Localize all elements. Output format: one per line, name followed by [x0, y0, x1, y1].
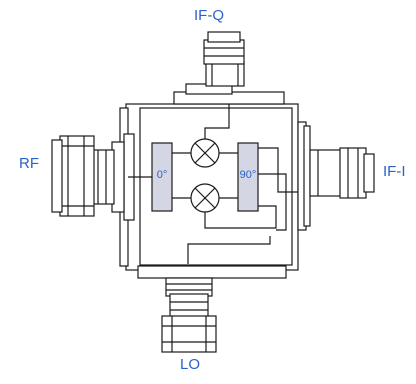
rf-connector [51, 135, 125, 217]
rf-port-label: RF [19, 155, 39, 172]
hybrid-90-label: 90° [240, 169, 257, 181]
hybrid-90-box [237, 142, 259, 212]
ifq-connector [185, 31, 245, 95]
lo-connector [161, 277, 217, 353]
wiring [128, 104, 298, 264]
mixer-bottom-icon [190, 183, 220, 213]
hybrid-0-label: 0° [157, 169, 168, 181]
housing [119, 91, 311, 279]
lo-port-label: LO [180, 356, 201, 373]
ifi-port-label: IF-I [383, 163, 406, 180]
ifq-port-label: IF-Q [194, 7, 224, 24]
ifi-connector [309, 147, 375, 199]
mixer-top-icon [190, 138, 220, 168]
hybrid-0-box [151, 142, 173, 212]
